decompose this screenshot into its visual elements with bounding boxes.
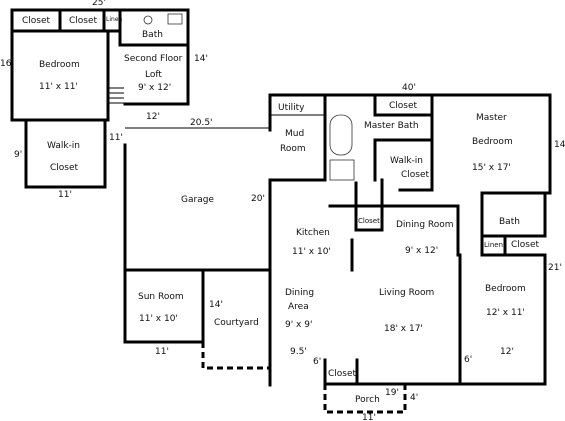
master-bedroom-label1: Master [476,113,507,123]
upper-sink-fixture [167,13,183,25]
upper-bedroom-label: Bedroom [39,60,80,70]
closet-bottom-walls [323,358,359,386]
master-bath-label: Master Bath [364,121,419,131]
dining-room-size: 9' x 12' [405,246,438,256]
dim-14-right: 14 [554,140,565,150]
garage-label: Garage [181,195,214,205]
dining-area-label1: Dining [285,288,314,298]
utility-label: Utility [278,103,305,113]
master-bedroom-size: 15' x 17' [472,163,511,173]
walkin-upper-label1: Walk-in [47,141,80,151]
dim-21: 21' [548,263,562,273]
upper-closet-left-label: Closet [22,16,51,26]
closet-top-box [373,93,434,117]
porch-label: Porch [355,395,380,405]
living-room-label: Living Room [379,288,434,298]
sun-room-label: Sun Room [138,292,184,302]
dim-20-5: 20.5' [190,118,213,128]
tub-fixture [329,114,353,156]
closet-top-label: Closet [389,101,418,111]
main-floor [123,93,552,414]
loft-label-line2: Loft [145,70,162,80]
dim-9-5: 9.5' [290,347,307,357]
upper-walkin-walls [24,118,107,189]
dim-12-bedroom: 12' [500,347,514,357]
dim-11-sun: 11' [155,347,169,357]
porch-dashed-edge [323,384,407,414]
mud-room-label2: Room [280,144,306,154]
bath-right-label: Bath [499,217,520,227]
dim-6-left: 6' [313,357,321,367]
upper-bath-label: Bath [142,30,163,40]
closet-kitchen-label: Closet [358,217,380,225]
dim-16: 16' [0,59,14,69]
kitchen-size: 11' x 10' [292,247,331,257]
right-bedroom-walls [458,253,547,386]
walkin-upper-label2: Closet [50,163,79,173]
closet-right-label: Closet [511,240,540,250]
courtyard-label: Courtyard [214,318,259,328]
dining-area-label2: Area [288,302,309,312]
bedroom-right-size: 12' x 11' [486,308,525,318]
upper-floor [10,8,190,189]
closet-bottom-label: Closet [328,369,357,379]
master-bedroom-walls [430,93,552,195]
dim-11-bottom: 11' [362,413,376,421]
dim-14-sun: 14' [209,300,223,310]
dim-11-garage: 11' [109,133,123,143]
upper-closet-mid-label: Closet [69,16,98,26]
bedroom-right-label: Bedroom [485,284,526,294]
walkin-master-label1: Walk-in [390,156,423,166]
kitchen-label: Kitchen [296,228,330,238]
upper-toilet-fixture [143,15,153,25]
dim-20: 20' [251,194,265,204]
dim-19: 19' [385,388,399,398]
walkin-master-label2: Closet [401,170,430,180]
loft-label-line1: Second Floor [124,54,183,64]
upper-linen-label: Linen [106,16,123,23]
loft-size: 9' x 12' [138,83,171,93]
closet-kitchen-box [354,178,384,232]
dim-12-upper: 12' [146,112,160,122]
dim-25: 25' [92,0,106,8]
right-bath-walls [480,191,547,257]
upper-stairs [108,87,124,104]
upper-bedroom-size: 11' x 11' [39,82,78,92]
sun-room-walls [123,268,205,344]
mud-room-label1: Mud [285,129,304,139]
dining-area-size: 9' x 9' [285,320,312,330]
dim-40: 40' [402,83,416,93]
linen-right-label: Linen [484,241,503,249]
upper-bedroom-walls [10,8,110,122]
room-labels: Closet Closet Linen Bath Bedroom 11' x 1… [22,16,540,405]
master-bedroom-label2: Bedroom [472,137,513,147]
living-room-size: 18' x 17' [384,324,423,334]
dim-4: 4' [410,393,418,403]
dim-9: 9' [14,150,22,160]
dim-14-upper: 14' [194,54,208,64]
courtyard-dashed-edge [201,342,272,370]
sun-room-size: 11' x 10' [139,314,178,324]
dim-11-walkin: 11' [58,190,72,200]
loft-walls [118,8,190,106]
master-walkin-walls [373,138,434,192]
dim-6-right: 6' [464,355,472,365]
shower-fixture [329,159,355,181]
dining-room-label: Dining Room [396,220,454,230]
